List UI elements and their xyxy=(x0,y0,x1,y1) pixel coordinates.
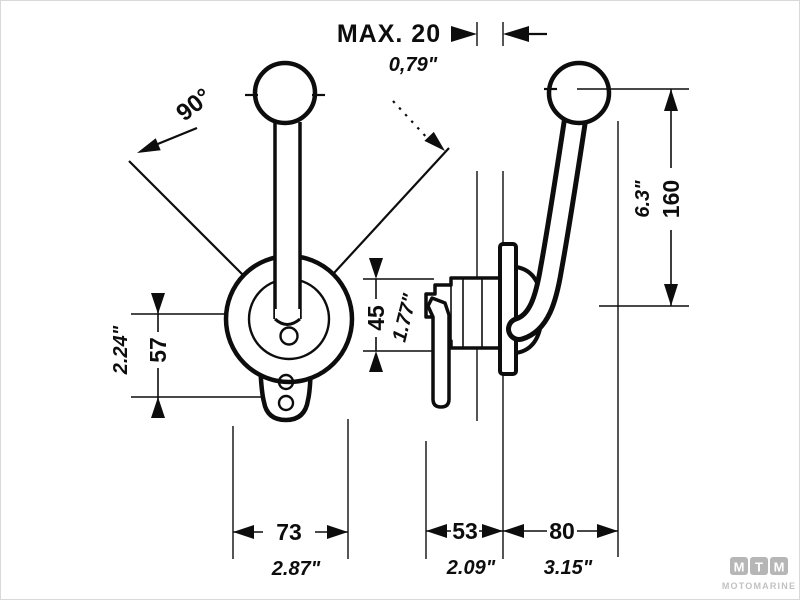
lever-shaft-tip xyxy=(275,309,300,325)
arrowhead xyxy=(482,524,503,538)
tab-hole-upper xyxy=(277,373,295,391)
lever-shaft-tip-edge xyxy=(273,317,301,326)
clamp-lever xyxy=(426,296,451,409)
arrowhead xyxy=(664,89,678,111)
arrowhead xyxy=(151,293,165,314)
travel-line-right xyxy=(333,147,450,274)
mounting-flange xyxy=(498,242,518,376)
dim-inch-label: 2.09" xyxy=(446,557,496,579)
arrowhead xyxy=(369,351,383,372)
dim-mm-label: 80 xyxy=(549,518,575,544)
arrowhead xyxy=(327,525,348,539)
arrowhead-left xyxy=(503,26,529,42)
arrowhead xyxy=(424,131,445,151)
angle-annotation: 90° xyxy=(137,83,217,153)
dim-inch-label: 2.24" xyxy=(110,325,132,375)
dim-mm-label: 57 xyxy=(145,337,171,363)
arrowhead xyxy=(137,138,161,153)
arrowhead xyxy=(151,397,165,418)
pivot-hole xyxy=(279,326,299,346)
dim-mm-label: 73 xyxy=(276,519,302,545)
dotted-leader xyxy=(392,100,430,141)
dim-inch-label: 1.77" xyxy=(388,291,421,344)
arrowhead xyxy=(426,524,447,538)
dimension-base-width: 73 2.87" xyxy=(232,419,349,580)
arrowhead-right xyxy=(451,26,477,42)
mtm-motomarine-logo: M T M MOTOMARINE xyxy=(722,557,796,591)
dimension-front-clearance: 80 3.15" xyxy=(503,518,618,579)
angle-label: 90° xyxy=(171,83,216,127)
logo-letter: M xyxy=(734,560,745,575)
arrowhead xyxy=(597,524,618,538)
ball-knob-front xyxy=(252,60,318,126)
logo-box xyxy=(730,557,748,575)
logo-letter: T xyxy=(755,560,763,575)
dim-mm-label: 45 xyxy=(363,305,389,331)
max-thickness-label: MAX. 20 xyxy=(337,20,441,48)
dimension-pivot-height: 57 2.24" xyxy=(110,293,171,418)
dim-inch-label: 6.3" xyxy=(632,180,654,218)
front-view xyxy=(128,60,450,423)
dim-mm-label: 160 xyxy=(658,180,684,218)
travel-line-left xyxy=(128,160,247,279)
panel-thickness-note: MAX. 20 0,79" xyxy=(337,20,547,151)
dimension-housing-height: 45 1.77" xyxy=(363,258,422,372)
arrowhead xyxy=(503,524,524,538)
arrowhead xyxy=(369,258,383,279)
dimension-lever-height: 160 6.3" xyxy=(632,89,684,306)
arrowhead xyxy=(664,284,678,306)
dim-inch-label: 2.87" xyxy=(271,558,321,580)
logo-letter: M xyxy=(774,560,785,575)
dimension-housing-depth: 53 2.09" xyxy=(426,518,503,579)
dim-mm-label: 53 xyxy=(452,518,478,544)
ball-knob-side xyxy=(546,60,612,126)
lever-shaft xyxy=(276,120,299,320)
max-thickness-inch: 0,79" xyxy=(389,54,438,76)
logo-box xyxy=(750,557,768,575)
arrowhead xyxy=(233,525,254,539)
dim-inch-label: 3.15" xyxy=(544,557,593,579)
lever-arm-side-core xyxy=(511,85,587,337)
logo-box xyxy=(770,557,788,575)
logo-wordmark: MOTOMARINE xyxy=(722,581,796,591)
tab-hole-lower xyxy=(277,394,295,412)
side-view xyxy=(363,60,689,559)
